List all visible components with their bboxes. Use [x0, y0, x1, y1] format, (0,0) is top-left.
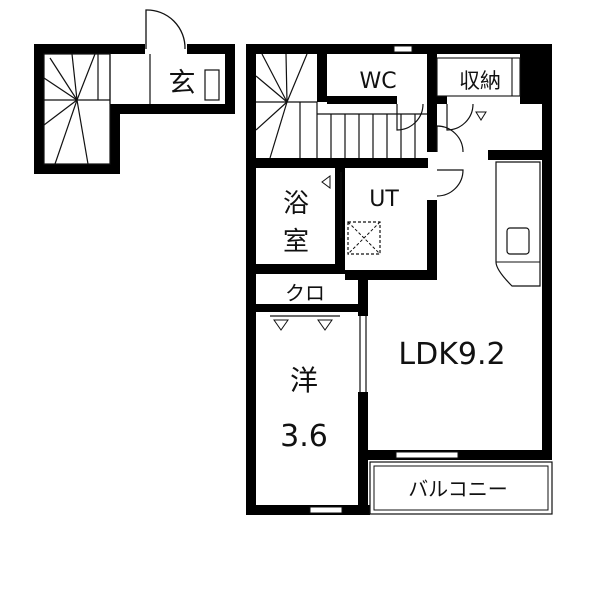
ut-label: UT	[369, 187, 399, 212]
entrance-unit-top-wall	[34, 44, 235, 54]
kitchen-counter	[495, 161, 541, 287]
bottom-window	[309, 506, 343, 514]
western-right-wall-lower	[358, 392, 368, 505]
balcony-label: バルコニー	[408, 477, 508, 501]
wc-bottom-wall	[327, 96, 397, 104]
main-left-wall	[246, 44, 256, 515]
entrance-label: 玄	[169, 68, 196, 99]
western-label-line2: 3.6	[280, 419, 328, 454]
entrance-unit-lower-wall	[110, 104, 235, 114]
stair-right-wall	[317, 54, 327, 102]
main-stair	[255, 53, 427, 159]
storage-shelf	[436, 57, 521, 97]
balcony-inner	[373, 465, 549, 511]
entrance-unit: 玄	[34, 9, 235, 174]
wc-door-swing	[396, 103, 424, 131]
bath-ut-wall	[335, 168, 345, 264]
closet-bottom-wall	[256, 304, 358, 312]
ut-right-wall	[427, 200, 437, 272]
entrance-unit-inner-vertical-wall	[110, 104, 120, 174]
western-label-line1: 洋	[290, 364, 318, 397]
wc-label: WC	[359, 69, 396, 94]
entrance-unit-bottom-wall	[34, 164, 120, 174]
storage-label: 収納	[459, 69, 501, 93]
main-right-wall	[542, 44, 552, 460]
bath-label-line1: 浴	[283, 189, 309, 219]
storage-arrow	[475, 111, 487, 121]
wc-storage-wall	[427, 54, 437, 152]
washer-space	[347, 221, 381, 255]
ldk-window	[395, 451, 459, 459]
storage-bottom-wall	[437, 96, 447, 104]
ldk-bottom-wall	[368, 450, 552, 460]
shoe-box	[204, 69, 220, 101]
closet-label: クロ	[285, 281, 325, 305]
entrance-unit-right-wall	[225, 44, 235, 114]
wc-window	[393, 45, 413, 53]
stair-bottom-wall	[256, 158, 428, 168]
washer-cross-b	[347, 221, 381, 255]
entrance-stair	[43, 53, 111, 165]
hall-partition	[488, 150, 542, 160]
ut-bottom-wall	[345, 270, 437, 280]
bath-label-line2: 室	[283, 227, 309, 257]
hall-door-swing	[436, 125, 464, 153]
ut-door-swing	[436, 169, 464, 197]
entrance-unit-left-wall	[34, 44, 44, 174]
entrance-door-swing	[145, 9, 186, 50]
western-right-wall	[358, 280, 368, 316]
bath-bottom-wall	[256, 264, 345, 274]
closet-arrow-left	[273, 319, 289, 331]
storage-door-swing	[446, 103, 474, 131]
kitchen-sink	[506, 227, 530, 255]
ldk-label: LDK9.2	[398, 337, 505, 372]
storage-right-wall	[520, 54, 542, 104]
main-bottom-wall	[246, 505, 370, 515]
entrance-door-gap	[145, 44, 187, 54]
balcony-outline	[369, 461, 553, 515]
main-unit: WC 収納 浴 室 UT クロ 洋 3.6 LDK9.2 バルコニー	[246, 44, 553, 515]
bath-arrow	[321, 175, 331, 189]
closet-arrow-right	[317, 319, 333, 331]
